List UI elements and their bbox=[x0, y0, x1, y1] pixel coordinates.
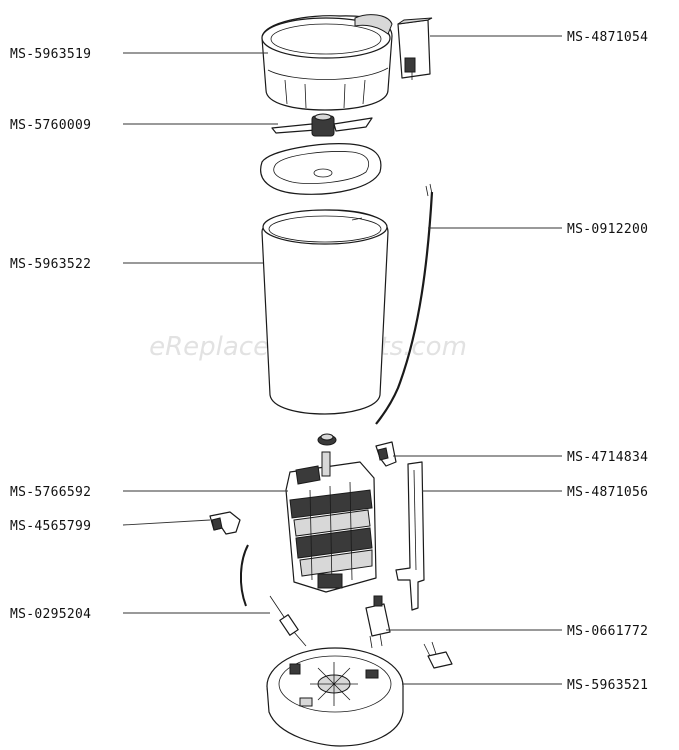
part-number-label[interactable]: MS-0295204 bbox=[10, 607, 91, 622]
housing-shell-drawing[interactable] bbox=[261, 209, 389, 415]
push-rod-drawing[interactable] bbox=[395, 461, 425, 611]
part-number-label[interactable]: MS-0912200 bbox=[567, 222, 648, 237]
part-number-label[interactable]: MS-5963521 bbox=[567, 678, 648, 693]
lid-switch-actuator-drawing[interactable] bbox=[397, 17, 433, 80]
part-number-label[interactable]: MS-5760009 bbox=[10, 118, 91, 133]
callout-labels: MS-5963519 MS-5760009 MS-5963522 MS-5766… bbox=[10, 30, 648, 693]
motor-nut-drawing[interactable] bbox=[317, 433, 337, 446]
wire-drawing[interactable] bbox=[239, 544, 249, 607]
base-drawing[interactable] bbox=[266, 647, 404, 747]
part-number-label[interactable]: MS-4565799 bbox=[10, 519, 91, 534]
grinder-bowl-lid-drawing[interactable] bbox=[261, 14, 393, 111]
power-cord-drawing[interactable] bbox=[375, 183, 434, 425]
part-number-label[interactable]: MS-0661772 bbox=[567, 624, 648, 639]
blade-drawing[interactable] bbox=[271, 113, 373, 137]
capacitor-drawing[interactable] bbox=[423, 641, 453, 669]
part-number-label[interactable]: MS-4871056 bbox=[567, 485, 648, 500]
part-number-label[interactable]: MS-5963522 bbox=[10, 257, 91, 272]
fuse-drawing[interactable] bbox=[269, 595, 307, 647]
part-number-label[interactable]: MS-5963519 bbox=[10, 47, 91, 62]
part-number-label[interactable]: MS-5766592 bbox=[10, 485, 91, 500]
grinding-cup-drawing[interactable] bbox=[260, 143, 382, 195]
switch-clip-drawing[interactable] bbox=[209, 511, 241, 535]
leader-lines bbox=[122, 35, 562, 685]
part-number-label[interactable]: MS-4714834 bbox=[567, 450, 648, 465]
bracket-drawing[interactable] bbox=[375, 441, 397, 467]
motor-drawing[interactable] bbox=[285, 451, 377, 593]
microswitch-drawing[interactable] bbox=[365, 595, 391, 649]
part-number-label[interactable]: MS-4871054 bbox=[567, 30, 648, 45]
